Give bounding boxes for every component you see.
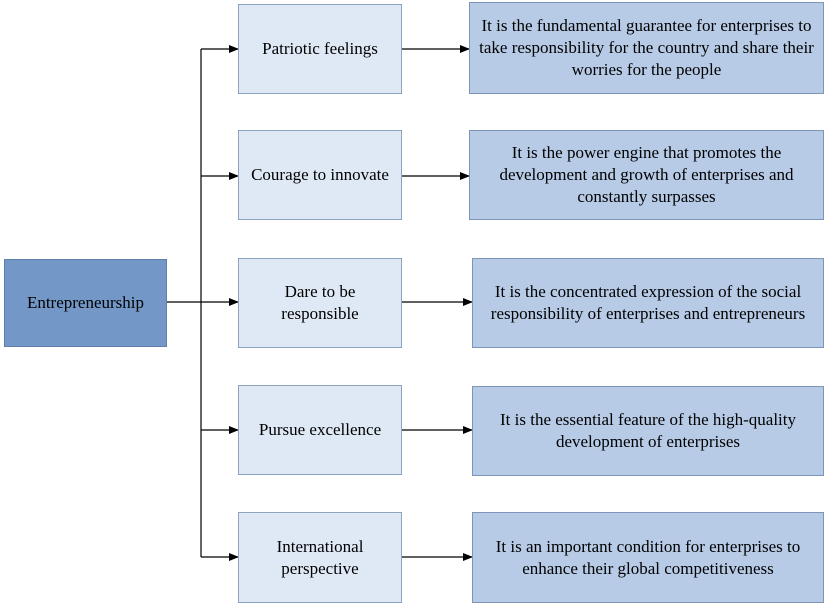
pursue-excellence-description: It is the essential feature of the high-… (500, 410, 796, 451)
pursue-excellence-label: Pursue excellence (258, 420, 382, 439)
dare-to-be-responsible-description: It is the concentrated expression of the… (490, 282, 806, 323)
entrepreneurship-label: Entrepreneurship (26, 293, 145, 312)
international-perspective-description: It is an important condition for enterpr… (495, 536, 801, 578)
patriotic-feelings-label: Patriotic feelings (262, 39, 378, 58)
international-perspective-description-node: It is an important condition for enterpr… (472, 512, 824, 603)
courage-to-innovate-label: Courage to innovate (251, 165, 389, 184)
entrepreneurship-node: Entrepreneurship (4, 259, 167, 347)
pursue-excellence-node: Pursue excellence (238, 385, 402, 475)
pursue-excellence-description-node: It is the essential feature of the high-… (472, 386, 824, 476)
patriotic-feelings-description: It is the fundamental guarantee for ente… (479, 16, 814, 79)
dare-to-be-responsible-description-node: It is the concentrated expression of the… (472, 258, 824, 348)
international-perspective-label: International perspective (276, 536, 364, 578)
courage-to-innovate-description-node: It is the power engine that promotes the… (469, 130, 824, 220)
patriotic-feelings-description-node: It is the fundamental guarantee for ente… (469, 2, 824, 94)
dare-to-be-responsible-node: Dare to be responsible (238, 258, 402, 348)
international-perspective-node: International perspective (238, 512, 402, 603)
dare-to-be-responsible-label: Dare to be responsible (281, 282, 359, 323)
courage-to-innovate-node: Courage to innovate (238, 130, 402, 220)
courage-to-innovate-description: It is the power engine that promotes the… (499, 143, 794, 206)
patriotic-feelings-node: Patriotic feelings (238, 4, 402, 94)
